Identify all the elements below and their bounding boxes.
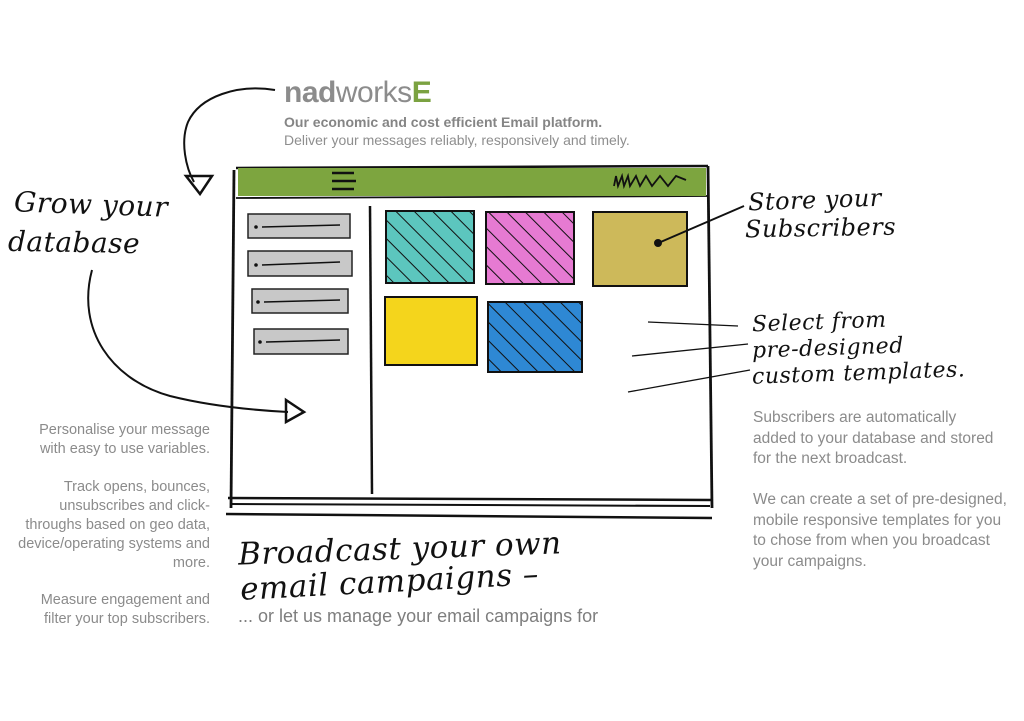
pointer-lines [627, 205, 751, 393]
sidebar-item-4 [253, 328, 349, 355]
footer-text: ... or let us manage your email campaign… [238, 606, 599, 626]
header-scribble-icon [613, 172, 687, 190]
arrow-to-body [87, 269, 289, 413]
template-tile-5 [487, 301, 583, 373]
template-tiles [384, 210, 688, 373]
annotation-store-line-2: Subscribers [744, 212, 897, 244]
sidebar-item-1 [247, 213, 351, 239]
left-copy-measure: Measure engagement and filter your top s… [40, 592, 210, 627]
annotation-grow-line-2: database [7, 224, 141, 261]
template-tile-2 [485, 211, 575, 285]
right-copy-subscribers: Subscribers are automatically added to y… [753, 409, 994, 467]
brand-subline: Deliver your messages reliably, responsi… [284, 132, 630, 148]
left-copy-track: Track opens, bounces, unsubscribes and c… [18, 479, 210, 571]
logo-works: works [335, 76, 412, 109]
logo-nad: nad [284, 76, 336, 109]
arrow-head-logo [183, 174, 215, 197]
template-tile-1 [385, 210, 475, 284]
template-tile-4 [384, 296, 478, 366]
annotation-select-line-1: Select from [751, 307, 887, 338]
annotation-select-line-2: pre-designed [751, 333, 905, 364]
left-copy-personalise: Personalise your message with easy to us… [39, 422, 210, 457]
brand-tagline: Our economic and cost efficient Email pl… [284, 114, 603, 130]
mockup-header-bar [238, 168, 706, 196]
sidebar-item-3 [251, 288, 349, 314]
annotation-grow-line-1: Grow your [13, 185, 169, 224]
annotation-store-line-1: Store your [747, 183, 883, 217]
sidebar-items [247, 213, 353, 355]
sidebar-item-2 [247, 250, 353, 277]
right-copy-templates: We can create a set of pre-designed, mob… [753, 491, 1007, 570]
browser-frame [225, 164, 714, 520]
template-tile-3 [592, 211, 688, 287]
logo-e: E [411, 76, 432, 109]
brand-logo: nadworksE [284, 76, 432, 109]
arrow-to-logo [183, 87, 276, 183]
hamburger-icon [332, 171, 356, 191]
arrow-head-body [284, 397, 307, 425]
